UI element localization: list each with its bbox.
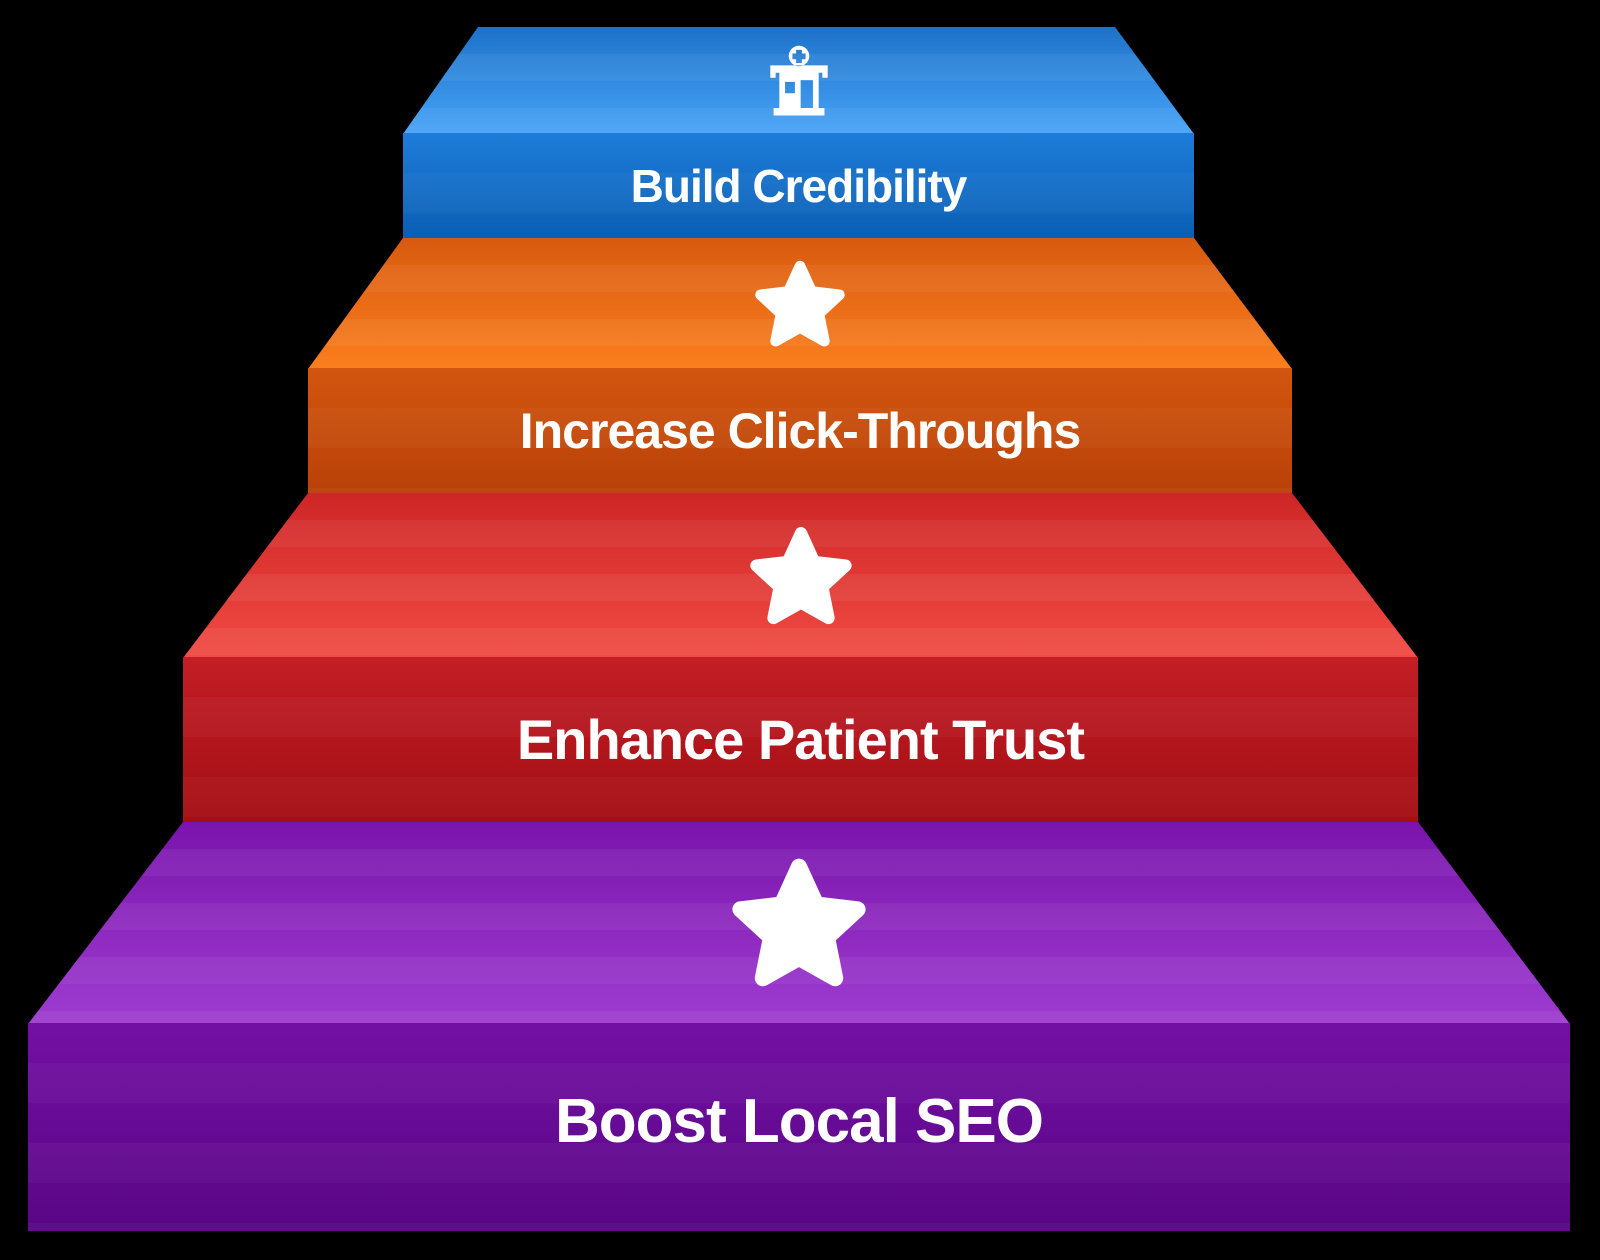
step-front-face: Enhance Patient Trust (183, 657, 1418, 822)
step-front-face: Build Credibility (403, 133, 1194, 238)
step-front-face: Boost Local SEO (28, 1023, 1570, 1231)
star-icon (755, 259, 845, 349)
step-top-surface (308, 238, 1292, 369)
star-icon (732, 856, 866, 990)
hospital-icon (758, 44, 840, 118)
step-label: Build Credibility (630, 159, 968, 212)
step-front-face: Increase Click-Throughs (308, 368, 1292, 493)
step-label: Increase Click-Throughs (519, 402, 1081, 459)
step-top-surface (183, 493, 1418, 658)
step-top-surface (403, 27, 1194, 134)
step-label: Enhance Patient Trust (516, 707, 1085, 771)
step-label: Boost Local SEO (555, 1087, 1044, 1156)
step-top-surface (28, 822, 1570, 1024)
star-icon (749, 525, 852, 627)
